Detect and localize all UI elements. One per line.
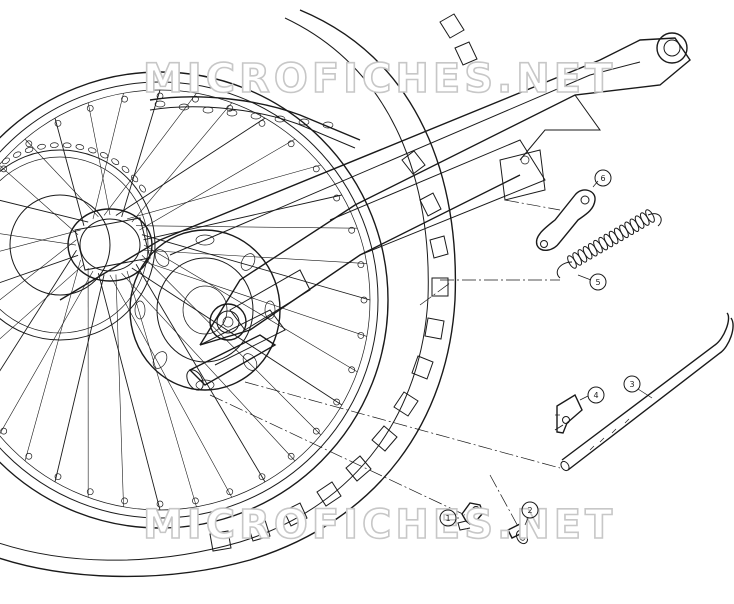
watermark-bottom: MICROFICHES.NET bbox=[143, 502, 616, 548]
part-4-clip bbox=[555, 395, 582, 433]
chain-link bbox=[50, 143, 58, 148]
chain-link bbox=[88, 147, 97, 154]
spring-coil bbox=[634, 215, 646, 230]
spring-coil bbox=[597, 236, 609, 251]
spoke bbox=[25, 139, 98, 217]
spoke-nipple bbox=[259, 120, 265, 126]
spoke bbox=[25, 260, 81, 461]
spoke bbox=[142, 235, 370, 300]
callout-1-label: 1 bbox=[445, 514, 450, 523]
callout-5-label: 5 bbox=[595, 278, 600, 287]
spoke bbox=[55, 275, 104, 482]
spoke-nipple bbox=[55, 120, 61, 126]
part-3-rod bbox=[559, 313, 733, 472]
spoke bbox=[0, 250, 77, 405]
spring-coil bbox=[613, 227, 625, 242]
chain-link bbox=[99, 151, 108, 159]
spoke-nipple bbox=[122, 96, 128, 102]
spring-coil bbox=[623, 221, 635, 236]
callout-4: 4 bbox=[580, 387, 604, 403]
callout-6: 6 bbox=[593, 170, 611, 187]
spring-coil bbox=[608, 230, 620, 245]
assembly-leader-lines bbox=[210, 200, 560, 530]
spring-coil bbox=[628, 218, 640, 233]
spoke bbox=[55, 118, 84, 226]
spoke bbox=[127, 165, 321, 219]
chain-link bbox=[1, 157, 10, 165]
spring-coil bbox=[587, 242, 599, 257]
spoke bbox=[0, 271, 93, 435]
spring-coil bbox=[639, 212, 651, 227]
spoke bbox=[136, 226, 357, 228]
watermark-top: MICROFICHES.NET bbox=[143, 56, 616, 102]
chain-link bbox=[37, 144, 46, 150]
chain-link bbox=[13, 151, 22, 159]
spoke bbox=[132, 103, 232, 222]
spring-coil bbox=[576, 248, 588, 263]
spring-coil bbox=[571, 251, 583, 266]
chain-link bbox=[111, 157, 120, 165]
spoke-nipple bbox=[26, 453, 32, 459]
spoke-nipple bbox=[358, 262, 364, 268]
spoke bbox=[104, 93, 196, 215]
chain-link bbox=[121, 165, 130, 174]
spoke-nipple bbox=[122, 498, 128, 504]
spring-coil bbox=[582, 245, 594, 260]
part-5-spring bbox=[557, 208, 661, 278]
spring-coil bbox=[644, 208, 656, 223]
spring-coil bbox=[592, 239, 604, 254]
spoke bbox=[142, 255, 321, 435]
chain-link bbox=[251, 113, 261, 119]
spoke bbox=[116, 118, 265, 215]
part-6-plate bbox=[536, 190, 595, 250]
callout-5: 5 bbox=[578, 274, 606, 290]
spoke-nipple bbox=[26, 141, 32, 147]
spoke bbox=[144, 245, 357, 372]
spring-coil bbox=[618, 224, 630, 239]
spring-coil bbox=[602, 233, 614, 248]
chain-link bbox=[203, 107, 213, 113]
spoke bbox=[0, 240, 77, 337]
spoke bbox=[136, 264, 265, 482]
callout-6-label: 6 bbox=[600, 174, 605, 183]
spoke bbox=[98, 273, 160, 510]
chain-link bbox=[138, 184, 146, 193]
sprocket-and-chain bbox=[0, 97, 360, 340]
callout-3-label: 3 bbox=[629, 380, 634, 389]
chain-link bbox=[75, 144, 84, 150]
chain-link bbox=[63, 143, 71, 148]
spoke-nipple bbox=[87, 105, 93, 111]
callout-2-label: 2 bbox=[527, 506, 532, 515]
spoke bbox=[0, 264, 84, 372]
spoke-nipple bbox=[313, 428, 319, 434]
spoke bbox=[127, 271, 196, 507]
spoke bbox=[0, 195, 88, 222]
chain-link bbox=[130, 174, 139, 183]
chain-link bbox=[25, 146, 34, 153]
spoke bbox=[0, 255, 78, 300]
callout-4-label: 4 bbox=[593, 391, 598, 400]
spoke-nipple bbox=[313, 166, 319, 172]
chain-link bbox=[227, 110, 237, 116]
spoke bbox=[0, 228, 76, 245]
